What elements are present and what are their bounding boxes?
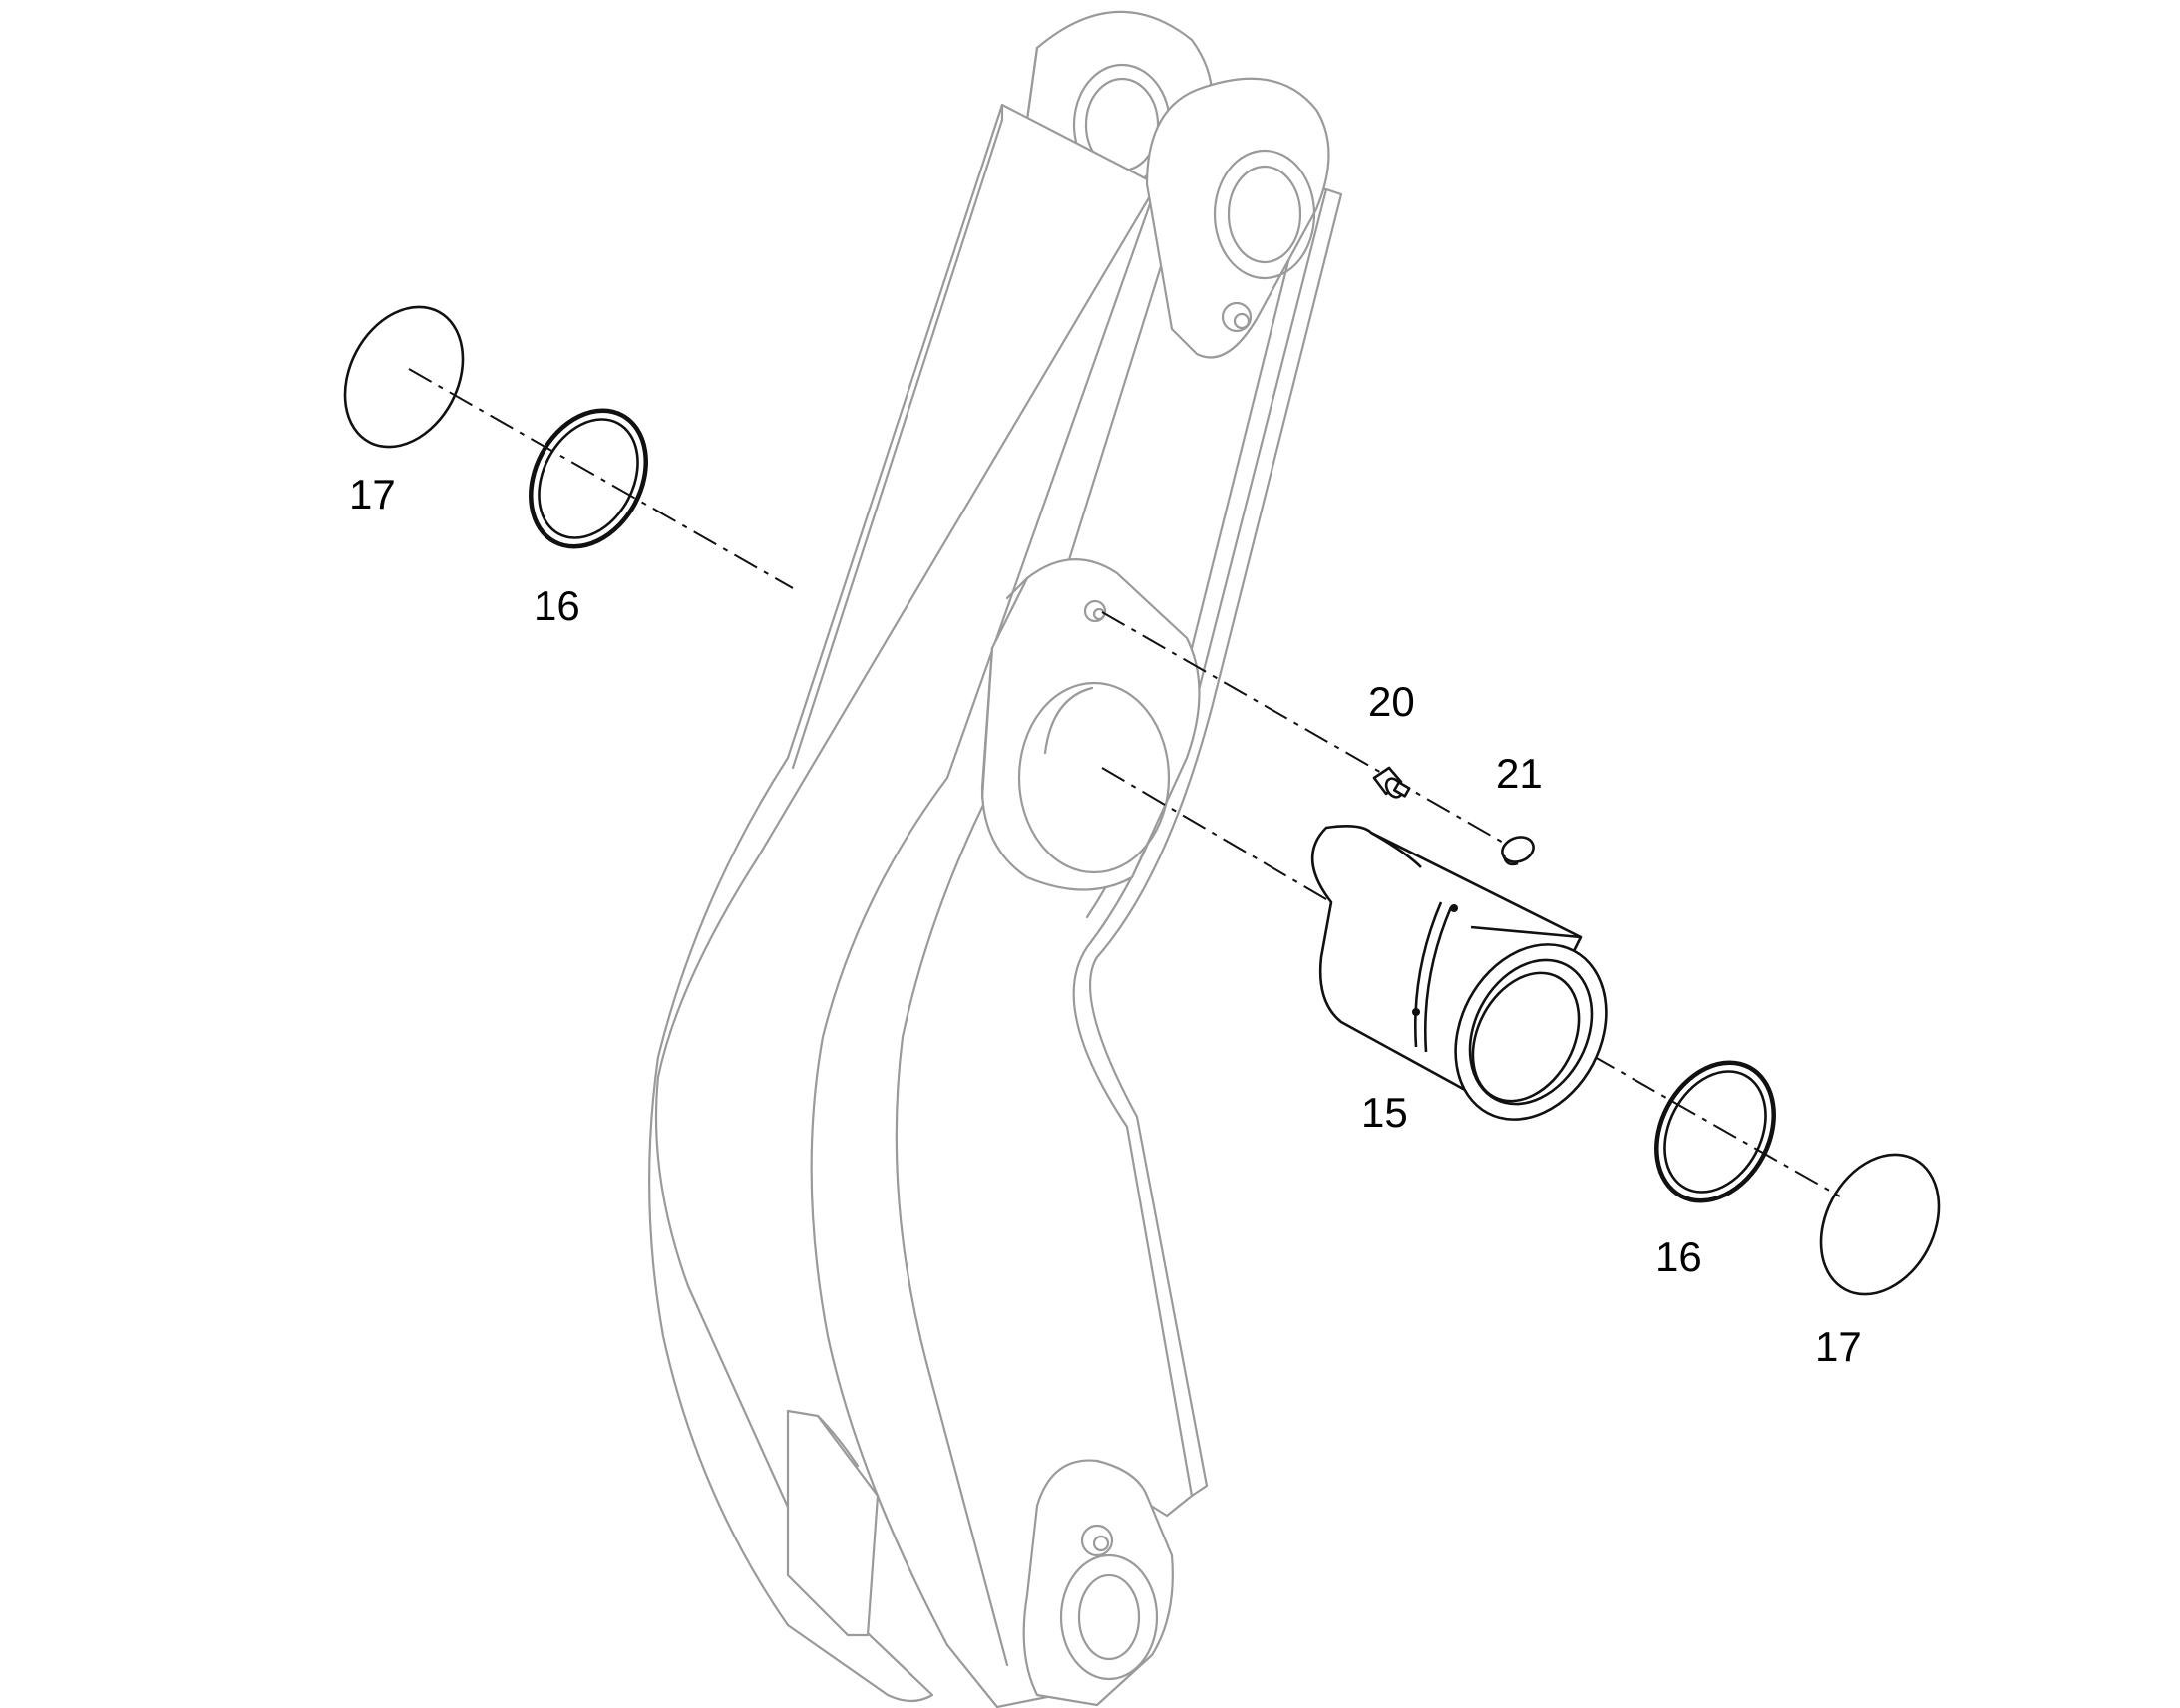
bottom-web [786,1409,880,1637]
callout-16-left: 16 [534,582,580,629]
pin-axis-center [1101,767,1332,903]
oring-17-left [343,305,465,449]
bushing-15 [1310,825,1608,1121]
callout-17-left: 17 [349,471,396,517]
callout-16-right: 16 [1655,1233,1702,1280]
callout-17-right: 17 [1815,1323,1862,1370]
lever-frame [648,10,1343,1708]
oring-17-right [1819,1153,1941,1296]
lever-main-plate [648,103,1159,1703]
top-lug-front [1145,77,1330,359]
center-lines [408,368,1841,1197]
center-boss [980,558,1201,891]
callout-20: 20 [1368,678,1415,725]
cap-21 [1501,836,1535,866]
callout-15: 15 [1361,1089,1408,1136]
grease-axis [1101,611,1527,856]
callout-21: 21 [1496,750,1543,797]
bottom-lug [1022,1459,1174,1707]
seal-16-right [1654,1060,1776,1203]
callout-labels: 17 16 20 21 15 16 17 [349,471,1862,1370]
pin-axis-right [1550,1031,1841,1197]
grease-nipple-20 [1372,766,1411,799]
seal-16-left [529,408,648,549]
pin-axis-left [408,368,794,589]
